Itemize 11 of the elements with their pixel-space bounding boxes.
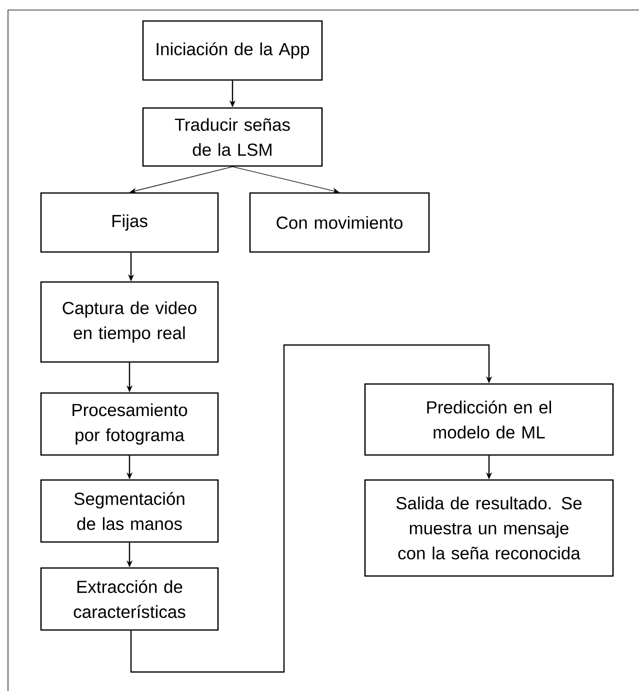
process-box: Predicción en el modelo de ML <box>364 383 614 456</box>
process-box: Captura de video en tiempo real <box>40 281 219 363</box>
arrow <box>130 344 492 673</box>
process-box: Segmentación de las manos <box>40 479 219 543</box>
process-box: Extracción de características <box>40 567 219 631</box>
process-box: Iniciación de la App <box>142 20 323 81</box>
process-box: Salida de resultado. Se muestra un mensaje con la seña reconocida <box>364 479 614 577</box>
process-box: Procesamiento por fotograma <box>40 392 219 456</box>
process-box: Con movimiento <box>249 192 430 253</box>
process-box: Traducir señas de la LSM <box>142 107 323 167</box>
process-box: Fijas <box>40 192 219 253</box>
